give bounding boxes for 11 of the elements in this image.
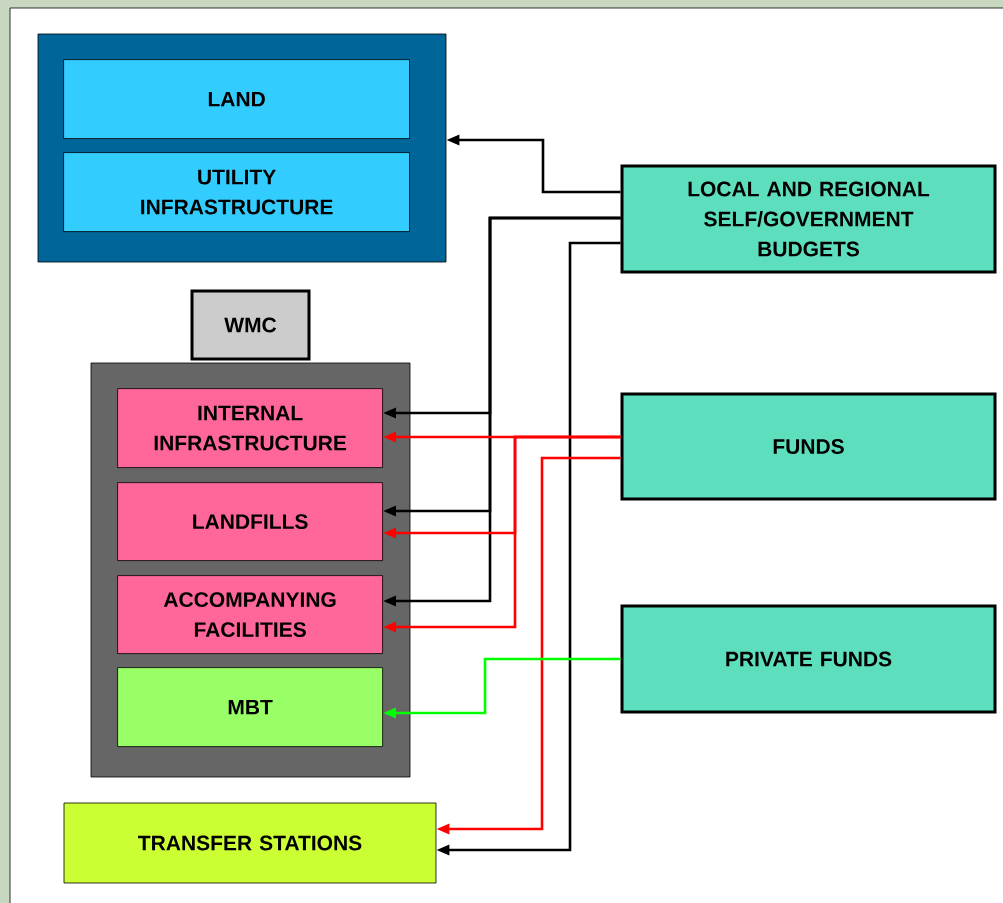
category-box: INTERNAL INFRASTRUCTURE [117, 388, 383, 468]
category-box: UTILITY INFRASTRUCTURE [63, 152, 410, 232]
label-box: WMC [190, 289, 311, 361]
category-box: LAND [63, 59, 410, 139]
category-box: MBT [117, 667, 383, 747]
category-box: ACCOMPANYING FACILITIES [117, 575, 383, 654]
source-box: PRIVATE FUNDS [620, 604, 997, 714]
category-box: LANDFILLS [117, 482, 383, 561]
source-box: LOCAL AND REGIONAL SELF/GOVERNMENT BUDGETS [620, 164, 997, 274]
source-box: FUNDS [620, 392, 997, 501]
category-box: TRANSFER STATIONS [63, 802, 437, 884]
